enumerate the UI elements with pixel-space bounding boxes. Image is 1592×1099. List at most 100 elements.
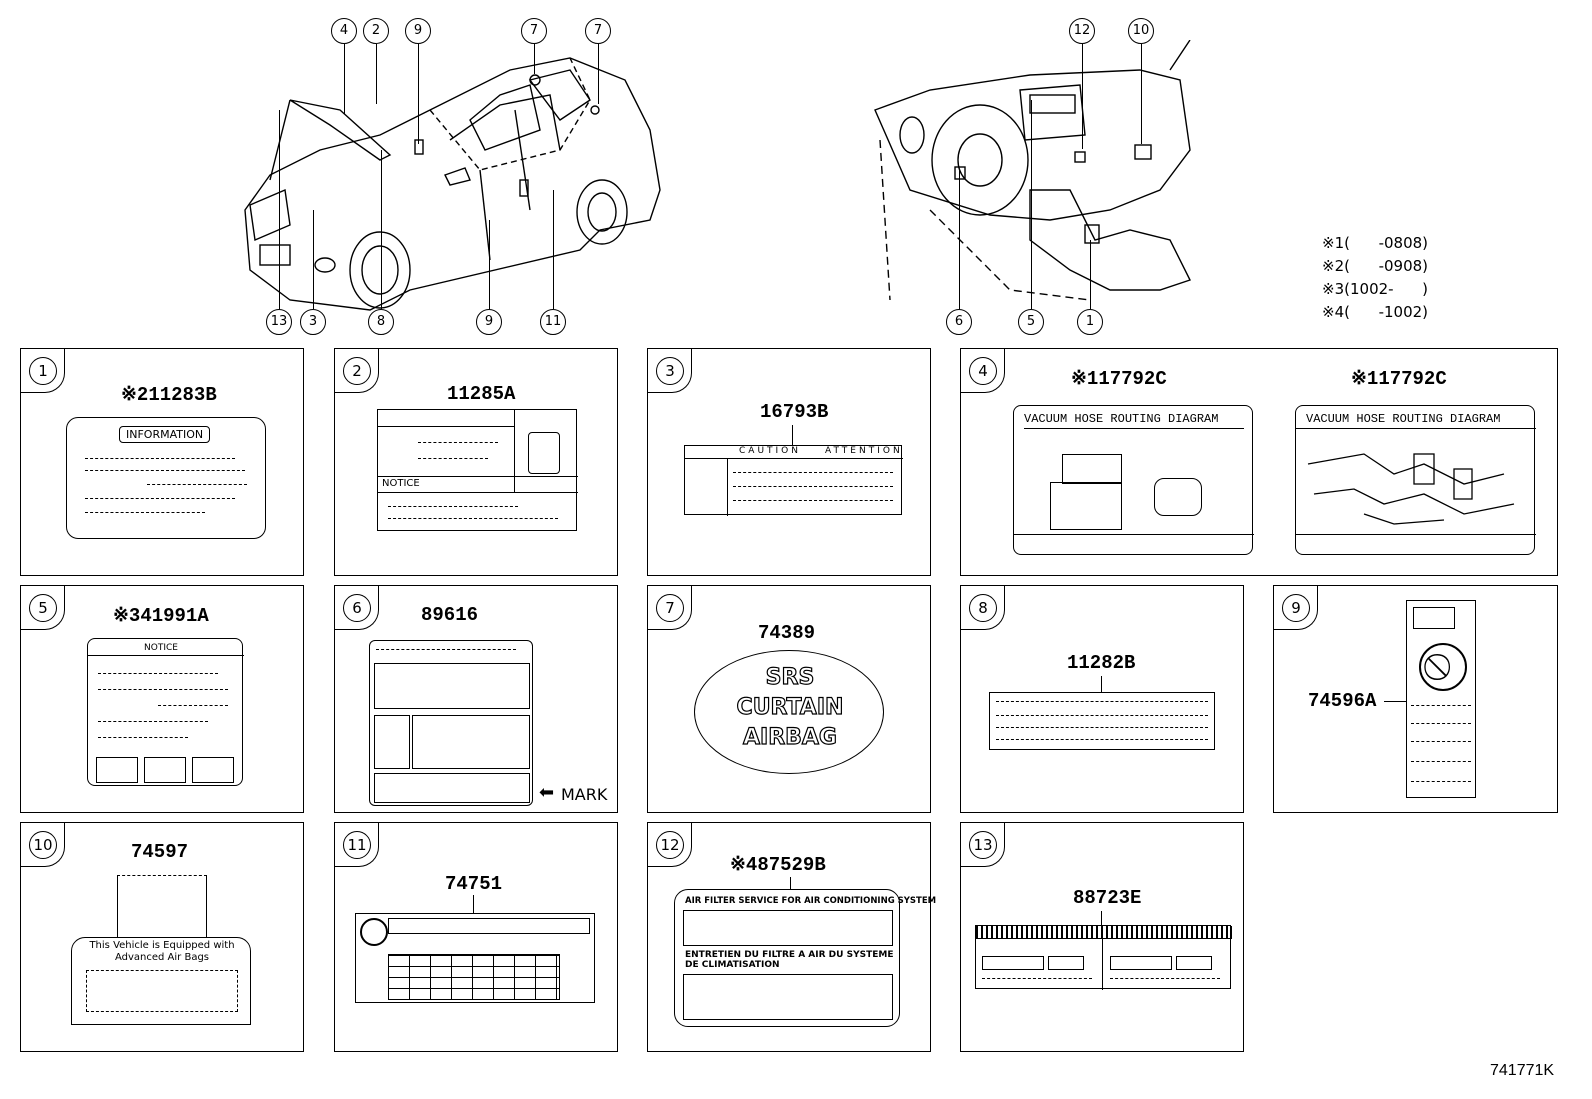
note-2: ※2( -0908) <box>1322 257 1429 275</box>
panel-tab <box>335 586 379 630</box>
callout-4[interactable]: 4 <box>331 18 357 44</box>
panel-number: 2 <box>343 357 371 385</box>
part-number: 16793B <box>760 401 829 423</box>
mark-label: MARK <box>561 785 608 804</box>
part-number: 11285A <box>447 383 516 405</box>
part-number: 74596A <box>1308 690 1377 712</box>
panel-tab <box>961 586 1005 630</box>
leader-line <box>418 44 419 144</box>
label-plate <box>369 640 533 806</box>
label-panel-12[interactable]: 12 ※487529B AIR FILTER SERVICE FOR AIR C… <box>647 822 936 1052</box>
panel-number: 12 <box>656 831 684 859</box>
leader-line <box>489 220 490 309</box>
label-panel-8[interactable]: 8 11282B <box>960 585 1244 813</box>
leader-line <box>473 895 474 913</box>
label-plate: AIR FILTER SERVICE FOR AIR CONDITIONING … <box>674 889 936 1027</box>
callout-1[interactable]: 1 <box>1077 309 1103 335</box>
plate-attention: ATTENTION <box>825 446 903 456</box>
part-number: 74597 <box>131 841 189 863</box>
label-panel-7[interactable]: 7 74389 SRS CURTAIN AIRBAG <box>647 585 931 813</box>
exterior-vehicle-illustration <box>244 57 661 311</box>
panel-tab <box>335 823 379 867</box>
leader-line <box>598 44 599 104</box>
plate-heading: VACUUM HOSE ROUTING DIAGRAM <box>1306 412 1501 426</box>
leader-line <box>1082 44 1083 149</box>
label-panel-1[interactable]: 1 ※211283B INFORMATION <box>20 348 304 576</box>
leader-line <box>553 190 554 309</box>
label-panel-13[interactable]: 13 88723E <box>960 822 1244 1052</box>
part-number: ※117792C <box>1071 368 1167 390</box>
plate-caution: CAUTION <box>739 446 801 456</box>
label-plate: CAUTION ATTENTION <box>684 445 903 516</box>
filter-heading-fr-1: ENTRETIEN DU FILTRE A AIR DU SYSTEME <box>685 950 894 960</box>
leader-line <box>1141 44 1142 144</box>
callout-7[interactable]: 7 <box>521 18 547 44</box>
callout-8[interactable]: 8 <box>368 309 394 335</box>
panel-tab <box>961 349 1005 393</box>
plate-heading: INFORMATION <box>119 426 211 443</box>
label-panel-10[interactable]: 10 74597 This Vehicle is Equipped with A… <box>20 822 304 1052</box>
callout-5[interactable]: 5 <box>1018 309 1044 335</box>
leader-line <box>790 877 791 891</box>
panel-number: 1 <box>29 357 57 385</box>
airbag-text-line-2: Advanced Air Bags <box>114 952 210 963</box>
emblem-line-2: CURTAIN <box>736 694 844 720</box>
panel-number: 5 <box>29 594 57 622</box>
part-number: ※341991A <box>113 605 209 627</box>
callout-10[interactable]: 10 <box>1128 18 1154 44</box>
plate-heading: VACUUM HOSE ROUTING DIAGRAM <box>1024 412 1219 426</box>
panel-number: 9 <box>1282 594 1310 622</box>
leader-line <box>313 210 314 309</box>
applicability-notes: ※1( -0808) ※2( -0908) ※3(1002- ) ※4( -10… <box>1322 232 1428 324</box>
panel-number: 13 <box>969 831 997 859</box>
panel-tab <box>648 586 692 630</box>
leader-line <box>1101 911 1102 925</box>
panel-tab <box>961 823 1005 867</box>
mark-arrow-icon: ⬅ <box>539 782 555 803</box>
tire-info-plate <box>355 913 595 1003</box>
part-number: 74389 <box>758 622 816 644</box>
leader-line <box>959 170 960 309</box>
panel-number: 8 <box>969 594 997 622</box>
panel-tab <box>648 349 692 393</box>
callout-2[interactable]: 2 <box>363 18 389 44</box>
leader-line <box>792 425 793 445</box>
label-panel-11[interactable]: 11 74751 <box>334 822 618 1052</box>
plate-notice: NOTICE <box>144 643 178 653</box>
panel-number: 4 <box>969 357 997 385</box>
panel-tab <box>21 586 65 630</box>
label-panel-3[interactable]: 3 16793B CAUTION ATTENTION <box>647 348 931 576</box>
airbag-text-line-1: This Vehicle is Equipped with <box>89 940 235 951</box>
callout-11[interactable]: 11 <box>540 309 566 335</box>
panel-number: 11 <box>343 831 371 859</box>
emblem-line-3: AIRBAG <box>742 724 837 750</box>
label-plate: VACUUM HOSE ROUTING DIAGRAM <box>1013 405 1254 555</box>
callout-3[interactable]: 3 <box>300 309 326 335</box>
label-panel-6[interactable]: 6 89616 ⬅ MARK <box>334 585 618 813</box>
callout-6[interactable]: 6 <box>946 309 972 335</box>
srs-curtain-airbag-emblem: SRS CURTAIN AIRBAG <box>694 650 884 774</box>
callout-9[interactable]: 9 <box>405 18 431 44</box>
callout-9[interactable]: 9 <box>476 309 502 335</box>
part-number: ※211283B <box>121 384 217 406</box>
label-plate <box>989 692 1215 750</box>
note-3: ※3(1002- ) <box>1322 280 1429 298</box>
leader-line <box>1090 240 1091 309</box>
label-plate: This Vehicle is Equipped with Advanced A… <box>71 937 251 1025</box>
leader-line <box>1031 100 1032 309</box>
part-number: 89616 <box>421 604 479 626</box>
leader-line <box>1101 676 1102 692</box>
callout-12[interactable]: 12 <box>1069 18 1095 44</box>
leader-line <box>381 150 382 309</box>
label-panel-4[interactable]: 4 ※117792C ※117792C VACUUM HOSE ROUTING … <box>960 348 1558 576</box>
label-plate: INFORMATION <box>66 417 266 539</box>
filter-heading-en: AIR FILTER SERVICE FOR AIR CONDITIONING … <box>685 896 937 906</box>
callout-7[interactable]: 7 <box>585 18 611 44</box>
callout-13[interactable]: 13 <box>266 309 292 335</box>
label-panel-2[interactable]: 2 11285A NOTICE <box>334 348 618 576</box>
label-panel-5[interactable]: 5 ※341991A NOTICE <box>20 585 304 813</box>
label-panel-9[interactable]: 9 74596A ⃠ <box>1273 585 1558 813</box>
no-child-seat-icon: ⃠ <box>1419 643 1467 691</box>
panel-tab <box>21 349 65 393</box>
tire-icon <box>360 918 388 946</box>
